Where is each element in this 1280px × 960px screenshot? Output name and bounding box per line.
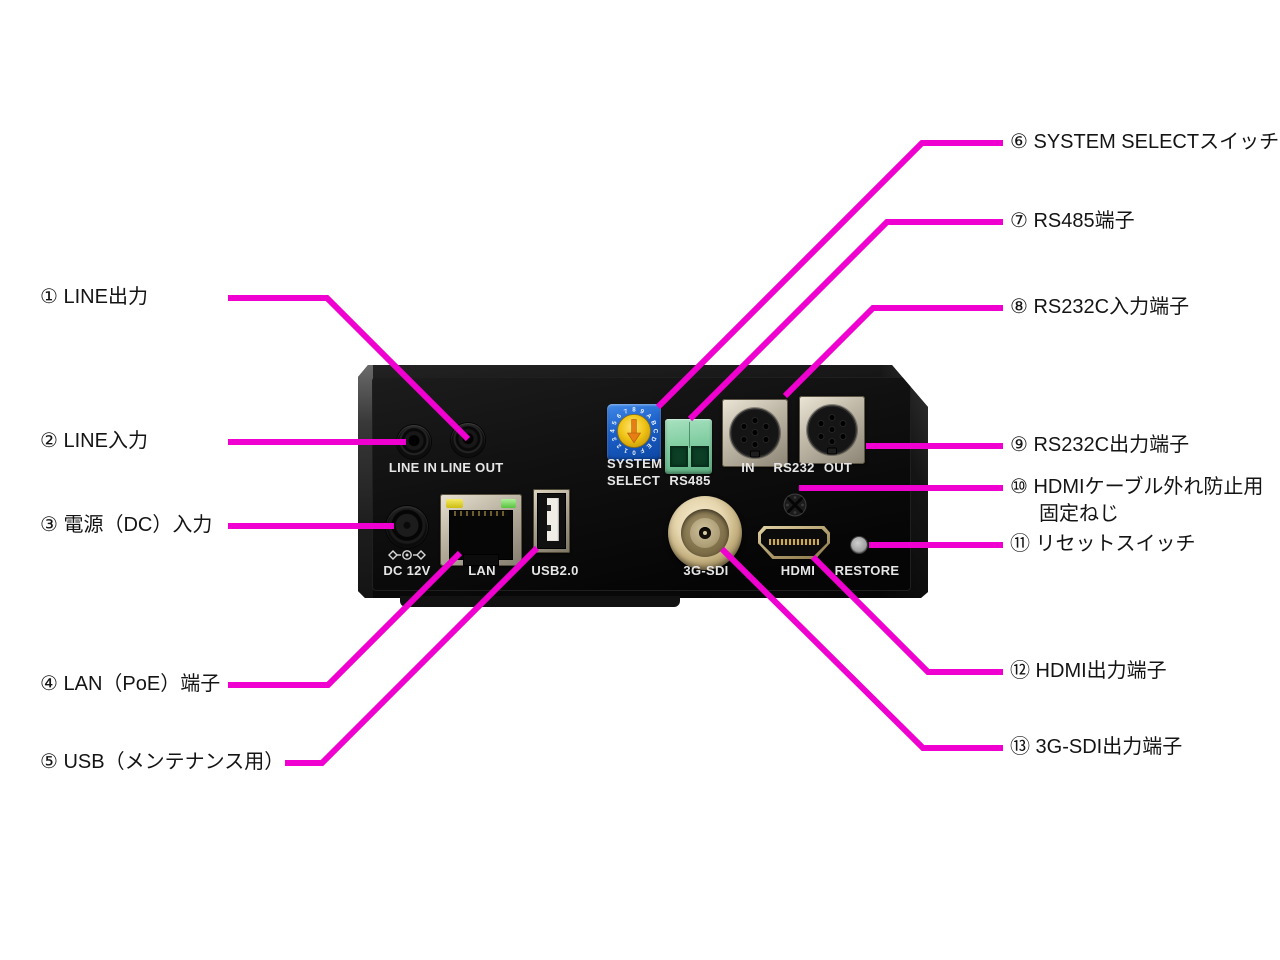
restore-label: RESTORE [834, 563, 900, 578]
usb-notch [547, 505, 551, 511]
svg-text:D: D [649, 436, 657, 443]
rs485-seam [688, 422, 690, 448]
hdmi-label: HDMI [780, 563, 816, 578]
callout-label-3: ③ 電源（DC）入力 [40, 514, 213, 536]
sdi-label: 3G-SDI [683, 563, 729, 578]
callout-label-8: ⑧ RS232C入力端子 [1010, 296, 1190, 318]
rs232-label: RS232 [773, 460, 815, 475]
callout-label-5: ⑤ USB（メンテナンス用） [40, 751, 285, 773]
svg-text:3: 3 [611, 436, 619, 442]
svg-text:B: B [649, 420, 657, 427]
svg-text:5: 5 [611, 420, 619, 426]
lan-pins [454, 511, 508, 516]
usb-port [533, 489, 570, 553]
hdmi-screw-hole [782, 492, 808, 518]
mini-din-face-icon [729, 407, 781, 459]
dc-label: DC 12V [383, 563, 431, 578]
lan-jack-cavity [449, 510, 513, 560]
hdmi-port [758, 526, 830, 559]
case-base [400, 596, 680, 607]
system-select-label-line2: SELECT [607, 473, 661, 488]
callout-label-9: ⑨ RS232C出力端子 [1010, 434, 1190, 456]
svg-text:A: A [645, 412, 653, 420]
line-out-label: LINE OUT [440, 460, 504, 475]
rs232-in-port [722, 399, 788, 467]
svg-text:8: 8 [632, 407, 636, 414]
callout-label-4: ④ LAN（PoE）端子 [40, 673, 221, 695]
lan-label: LAN [468, 563, 496, 578]
svg-text:4: 4 [610, 429, 617, 433]
lan-led-green [501, 499, 516, 508]
lan-port [440, 494, 522, 566]
svg-text:1: 1 [623, 446, 629, 454]
hdmi-contacts [769, 539, 819, 545]
svg-text:E: E [645, 442, 653, 450]
rs232-in-label: IN [741, 460, 755, 475]
case-left-edge [358, 365, 373, 598]
usb-notch [547, 525, 551, 531]
callout-label-11: ⑪ リセットスイッチ [1010, 533, 1196, 555]
callout-label-2: ② LINE入力 [40, 430, 148, 452]
svg-text:0: 0 [632, 448, 636, 455]
svg-text:7: 7 [623, 408, 629, 416]
rs485-hole [670, 446, 688, 467]
bnc-3g-sdi-port [668, 496, 742, 570]
callout-label-1: ① LINE出力 [40, 286, 148, 308]
svg-text:9: 9 [639, 408, 645, 416]
dc-jack [386, 506, 428, 548]
rs485-terminal [665, 419, 712, 474]
line-in-jack [397, 425, 431, 459]
svg-text:C: C [651, 429, 658, 434]
usb-label: USB2.0 [531, 563, 579, 578]
line-in-label: LINE IN [388, 460, 438, 475]
bnc-pin [703, 531, 707, 535]
system-select-label-line1: SYSTEM [607, 456, 663, 471]
rs485-hole [691, 446, 709, 467]
rs232-out-label: OUT [823, 460, 853, 475]
dc-polarity-icon [388, 550, 426, 560]
restore-button [851, 537, 867, 553]
svg-text:2: 2 [615, 442, 623, 450]
callout-label-7: ⑦ RS485端子 [1010, 210, 1135, 232]
svg-text:F: F [639, 446, 645, 454]
callout-label-13: ⑬ 3G-SDI出力端子 [1010, 736, 1183, 758]
svg-text:6: 6 [616, 412, 624, 420]
rs232-out-port [799, 396, 865, 464]
line-out-jack [451, 423, 485, 457]
callout-label-12: ⑫ HDMI出力端子 [1010, 660, 1167, 682]
screw-icon [783, 493, 807, 517]
camera-rear-panel: LINE IN LINE OUT DC 12V LAN [358, 365, 928, 598]
callout-label-6: ⑥ SYSTEM SELECTスイッチ [1010, 131, 1280, 153]
mini-din-face-icon [806, 404, 858, 456]
callout-label-10: ⑩ HDMIケーブル外れ防止用固定ねじ [1010, 476, 1264, 525]
rs485-label: RS485 [669, 473, 711, 488]
lan-led-yellow [446, 499, 463, 508]
